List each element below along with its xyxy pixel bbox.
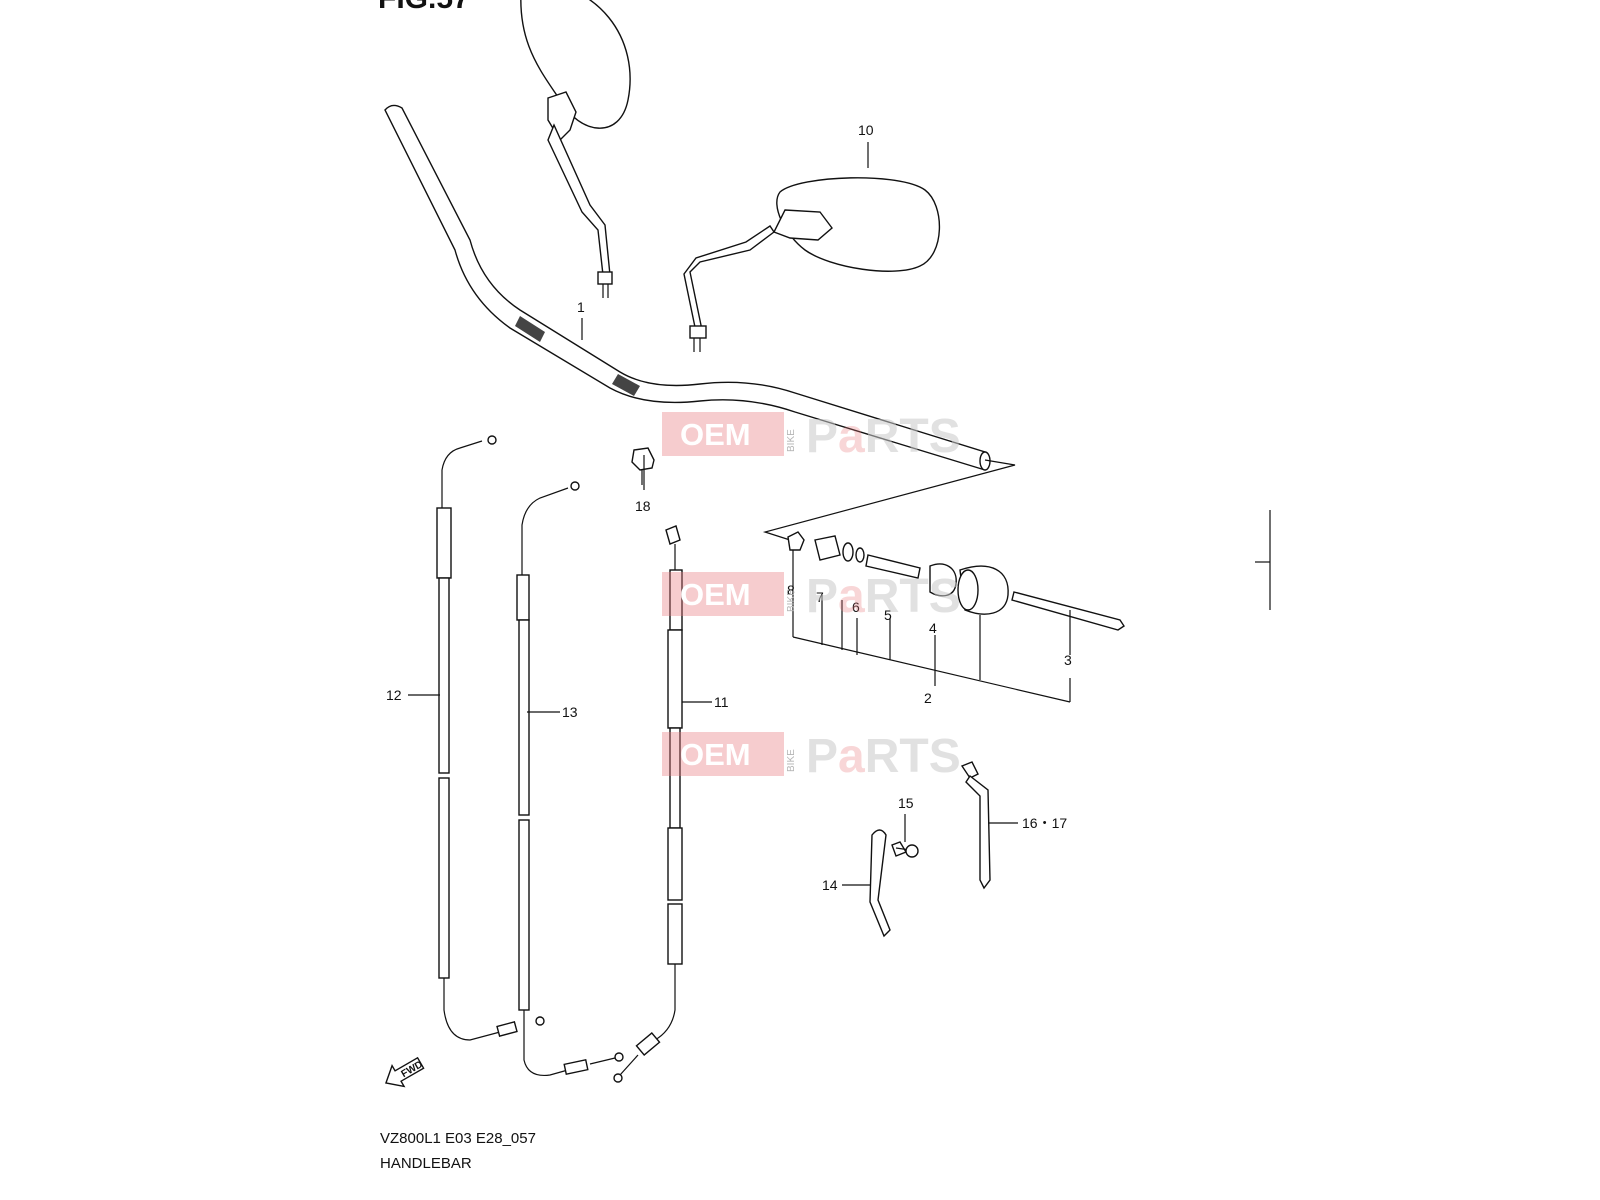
- callout-5: 5: [884, 607, 892, 623]
- watermark-middle: OEM BIKE PaRTS: [662, 570, 961, 623]
- washer-6a: [842, 542, 854, 562]
- clutch-cable-11: [613, 525, 683, 1083]
- leader-lines: [408, 142, 1018, 886]
- bolt-15: [891, 841, 919, 858]
- cable-clip-18: [631, 447, 655, 485]
- svg-text:OEM: OEM: [680, 577, 751, 612]
- svg-text:PaRTS: PaRTS: [806, 730, 961, 783]
- svg-text:BIKE: BIKE: [786, 429, 797, 452]
- bolt-3: [1011, 591, 1125, 631]
- callout-15: 15: [898, 795, 914, 811]
- cable-guide-14: [869, 829, 891, 938]
- washer-6b: [855, 547, 865, 563]
- svg-text:OEM: OEM: [680, 417, 751, 452]
- svg-text:OEM: OEM: [680, 737, 751, 772]
- callout-10: 10: [858, 122, 874, 138]
- figure-title: FIG.57: [378, 0, 470, 15]
- callout-6: 6: [852, 599, 860, 615]
- detail-pointer: [762, 459, 1016, 541]
- callout-7: 7: [816, 589, 824, 605]
- bar-end-assembly: [787, 531, 1125, 703]
- watermark-top: OEM BIKE PaRTS: [662, 410, 961, 463]
- callout-16-17: 16・17: [1022, 815, 1067, 831]
- watermark-bottom: OEM BIKE PaRTS: [662, 730, 961, 783]
- diagram-name: HANDLEBAR: [380, 1155, 472, 1172]
- callout-2: 2: [924, 690, 932, 706]
- callout-13: 13: [562, 704, 578, 720]
- fwd-label: FWD: [400, 1059, 425, 1080]
- left-mirror: [520, 0, 631, 298]
- callout-3: 3: [1064, 652, 1072, 668]
- weight-7: [814, 535, 841, 561]
- callout-14: 14: [822, 877, 838, 893]
- callout-12: 12: [386, 687, 402, 703]
- right-mirror: [683, 177, 941, 352]
- svg-text:BIKE: BIKE: [786, 589, 797, 612]
- callout-1: 1: [577, 299, 585, 315]
- svg-text:PaRTS: PaRTS: [806, 570, 961, 623]
- throttle-cable-12: [436, 435, 518, 1041]
- clamp-band-16-17: [960, 761, 991, 890]
- fwd-arrow: FWD: [385, 1056, 425, 1088]
- callout-18: 18: [635, 498, 651, 514]
- spacer-5: [865, 554, 921, 579]
- svg-text:PaRTS: PaRTS: [806, 410, 961, 463]
- svg-text:BIKE: BIKE: [786, 749, 797, 772]
- callout-8: 8: [787, 582, 795, 598]
- handlebar: [384, 104, 991, 471]
- callout-labels: 1 2 3 4 5 6 7 8 10 11 12 13 14 15 16・17 …: [386, 122, 1072, 893]
- throttle-cable-13: [516, 481, 624, 1077]
- callout-11: 11: [714, 694, 729, 710]
- nut-8: [787, 531, 805, 551]
- diagram-model-code: VZ800L1 E03 E28_057: [380, 1130, 536, 1147]
- collar-4: [929, 563, 957, 597]
- callout-4: 4: [929, 620, 937, 636]
